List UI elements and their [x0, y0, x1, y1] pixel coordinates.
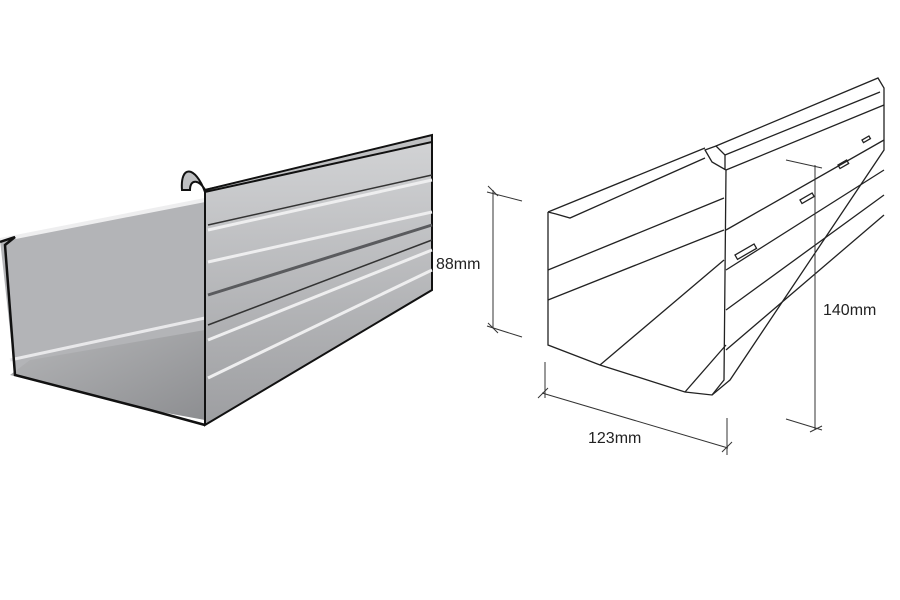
dimension-label-140mm: 140mm	[823, 302, 877, 319]
gutter-floor	[10, 330, 205, 420]
dimension-lines	[486, 159, 823, 455]
dimension-label-88mm: 88mm	[436, 256, 481, 273]
cross-section-edge	[0, 235, 206, 427]
rolled-bead	[180, 133, 433, 194]
line-drawing-gutter	[547, 77, 885, 396]
dimension-label-123mm: 123mm	[588, 430, 642, 447]
rendered-gutter	[0, 133, 433, 427]
